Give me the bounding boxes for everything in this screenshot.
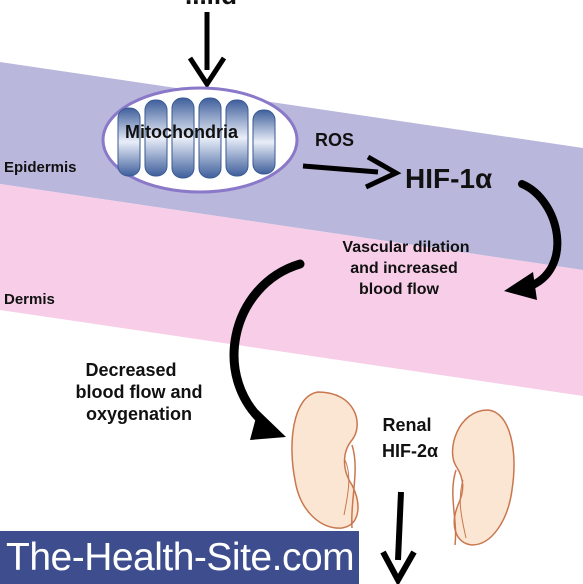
dermis-band	[0, 184, 583, 396]
renal-hif2a-text: Renal HIF-2α	[382, 415, 438, 461]
ros-arrow	[302, 163, 379, 175]
top-label-fragment: ...ild	[185, 0, 237, 10]
vascular-to-kidney-arrow	[229, 259, 305, 431]
left-kidney-icon	[291, 391, 359, 529]
decreased-blood-flow-text: Decreased blood flow and oxygenation	[76, 360, 203, 424]
svg-text:oxygenation: oxygenation	[86, 404, 192, 424]
svg-text:blood flow and: blood flow and	[76, 382, 203, 402]
svg-text:Vascular dilation: Vascular dilation	[342, 239, 469, 256]
dermis-label: Dermis	[4, 291, 55, 308]
watermark-text: The-Health-Site.com	[6, 536, 355, 579]
svg-text:and increased: and increased	[350, 260, 458, 277]
svg-text:blood flow: blood flow	[359, 281, 440, 298]
epidermis-label: Epidermis	[4, 159, 77, 176]
svg-text:HIF-2α: HIF-2α	[382, 441, 438, 461]
hif-to-vascular-arrow	[518, 180, 562, 291]
watermark-banner: The-Health-Site.com	[0, 531, 359, 584]
right-kidney-icon	[451, 409, 515, 546]
svg-text:Renal: Renal	[382, 415, 431, 435]
mitochondria-icon	[101, 86, 299, 194]
bottom-arrow	[395, 491, 404, 561]
mitochondria-label: Mitochondria	[125, 122, 239, 142]
ros-label: ROS	[315, 130, 354, 150]
svg-text:Decreased: Decreased	[85, 360, 176, 380]
vascular-dilation-text: Vascular dilation and increased blood fl…	[342, 239, 469, 298]
hif1a-label: HIF-1α	[405, 163, 492, 194]
